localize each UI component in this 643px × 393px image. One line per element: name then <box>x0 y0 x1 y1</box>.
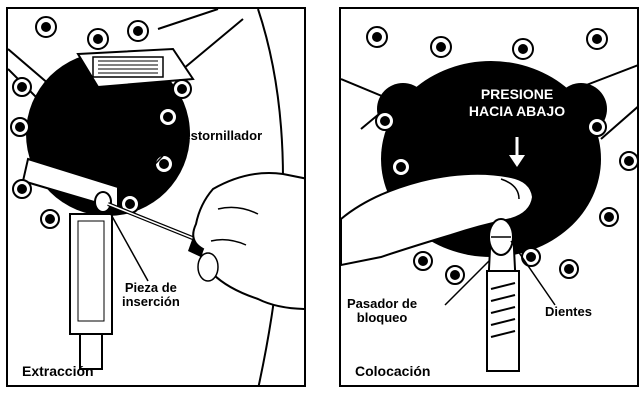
lock-pin-label-line2: bloqueo <box>356 310 408 325</box>
press-down-label-line1: PRESIONE <box>480 86 554 102</box>
extraction-caption: Extracción <box>22 363 94 379</box>
insert-piece-label-line1: Pieza de <box>124 280 177 295</box>
extraction-panel: Destornillador Pieza de inserción Extrac… <box>6 7 306 387</box>
insert-piece-label-line2: inserción <box>122 294 180 309</box>
screwdriver-label: Destornillador <box>174 128 263 143</box>
lock-pin-label-line1: Pasador de <box>347 296 418 311</box>
press-down-label: PRESIONE HACIA ABAJO <box>453 86 581 120</box>
placement-illustration <box>341 26 637 372</box>
lock-pin-label: Pasador de bloqueo <box>347 297 417 325</box>
extraction-illustration <box>8 9 304 385</box>
teeth-label: Dientes <box>545 304 592 319</box>
insert-piece-label: Pieza de inserción <box>122 281 180 309</box>
press-down-label-line2: HACIA ABAJO <box>468 103 566 119</box>
placement-caption: Colocación <box>355 363 431 379</box>
placement-panel: PRESIONE HACIA ABAJO Pasador de bloqueo … <box>339 7 639 387</box>
